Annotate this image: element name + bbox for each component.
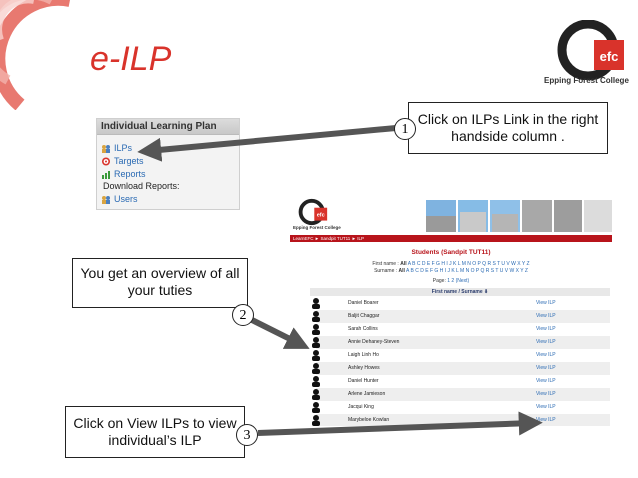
first-name-filter[interactable]: First name : All A B C D E F G H I J K L…: [290, 261, 612, 267]
header-banner-photos: [426, 200, 612, 232]
student-name: Jacqui King: [348, 404, 374, 410]
step-number-1: 1: [394, 118, 416, 140]
college-name: Epping Forest College: [544, 76, 629, 85]
college-logo-small: efc: [298, 198, 328, 226]
breadcrumb[interactable]: LearnEFC ► Sandpit TUT11 ► ILP: [290, 235, 612, 242]
student-name: Baljit Chaggar: [348, 313, 380, 319]
slide-title: e-ILP: [90, 40, 172, 78]
svg-text:efc: efc: [317, 213, 325, 219]
table-row: Sarah Collins View ILP: [316, 323, 610, 336]
student-list-screenshot: efc Epping Forest College LearnEFC ► San…: [290, 192, 612, 426]
ilp-panel-heading: Individual Learning Plan: [97, 119, 239, 135]
table-row: Annie Dehaney-Steven View ILP: [316, 336, 610, 349]
view-ilp-link[interactable]: View ILP: [536, 378, 556, 384]
target-icon: [102, 157, 110, 165]
college-name-small: Epping Forest College: [293, 225, 341, 230]
targets-link-label: Targets: [114, 156, 144, 166]
step-number-2: 2: [232, 304, 254, 326]
callout-step-3: Click on View ILPs to view individual’s …: [65, 406, 245, 458]
table-row: Daniel Hunter View ILP: [316, 375, 610, 388]
users-link[interactable]: Users: [101, 194, 138, 204]
first-name-all[interactable]: All: [400, 261, 407, 267]
chart-icon: [102, 170, 110, 179]
view-ilp-link[interactable]: View ILP: [536, 326, 556, 332]
view-ilp-link[interactable]: View ILP: [536, 339, 556, 345]
student-name: Marybeloe Kowlan: [348, 417, 390, 423]
reports-link[interactable]: Reports: [101, 169, 146, 179]
table-row: Ashley Howes View ILP: [316, 362, 610, 375]
surname-letters[interactable]: A B C D E F G H I J K L M N O P Q R S T …: [406, 268, 528, 274]
table-row: Daniel Boarer View ILP: [316, 297, 610, 310]
page-links[interactable]: 1 2 (Next): [447, 278, 470, 284]
view-ilp-link[interactable]: View ILP: [536, 417, 556, 423]
student-name: Daniel Hunter: [348, 378, 379, 384]
table-row: Marybeloe Kowlan View ILP: [316, 414, 610, 426]
svg-text:efc: efc: [600, 49, 619, 64]
name-column-header[interactable]: First name / Surname ⬇: [310, 288, 610, 296]
view-ilp-link[interactable]: View ILP: [536, 404, 556, 410]
callout-step-2: You get an overview of all your tuties: [72, 258, 248, 308]
step-number-3: 3: [236, 424, 258, 446]
decorative-swirl: [0, 0, 70, 110]
targets-link[interactable]: Targets: [101, 156, 144, 166]
student-name: Annie Dehaney-Steven: [348, 339, 400, 345]
avatar-column: [312, 298, 320, 426]
surname-filter-label: Surname :: [374, 268, 398, 274]
students-title: Students (Sandpit TUT11): [411, 249, 491, 256]
pagination[interactable]: Page: 1 2 (Next): [290, 278, 612, 284]
table-row: Laigh Linh Ho View ILP: [316, 349, 610, 362]
view-ilp-link[interactable]: View ILP: [536, 300, 556, 306]
table-row: Baljit Chaggar View ILP: [316, 310, 610, 323]
view-ilp-link[interactable]: View ILP: [536, 352, 556, 358]
college-logo: efc: [557, 20, 624, 80]
table-row: Arlene Jamieson View ILP: [316, 388, 610, 401]
student-name: Daniel Boarer: [348, 300, 379, 306]
users-link-label: Users: [114, 194, 138, 204]
reports-link-label: Reports: [114, 169, 146, 179]
users-icon: [102, 195, 110, 204]
table-row: Jacqui King View ILP: [316, 401, 610, 414]
callout-step-1: Click on ILPs Link in the right handside…: [408, 102, 608, 154]
first-name-filter-label: First name :: [372, 261, 399, 267]
student-name: Laigh Linh Ho: [348, 352, 379, 358]
ilps-link[interactable]: ILPs: [101, 143, 132, 153]
view-ilp-link[interactable]: View ILP: [536, 313, 556, 319]
page-label: Page:: [432, 278, 446, 284]
surname-filter[interactable]: Surname : All A B C D E F G H I J K L M …: [290, 268, 612, 274]
view-ilp-link[interactable]: View ILP: [536, 391, 556, 397]
ilps-link-label: ILPs: [114, 143, 133, 153]
student-name: Arlene Jamieson: [348, 391, 386, 397]
student-name: Sarah Collins: [348, 326, 378, 332]
users-icon: [102, 144, 110, 153]
surname-all[interactable]: All: [398, 268, 405, 274]
student-name: Ashley Howes: [348, 365, 380, 371]
ilp-panel: Individual Learning Plan ILPs Targets Re…: [96, 118, 240, 210]
view-ilp-link[interactable]: View ILP: [536, 365, 556, 371]
first-name-letters[interactable]: A B C D E F G H I J K L M N O P Q R S T …: [407, 261, 530, 267]
download-reports-label: Download Reports:: [103, 181, 180, 191]
